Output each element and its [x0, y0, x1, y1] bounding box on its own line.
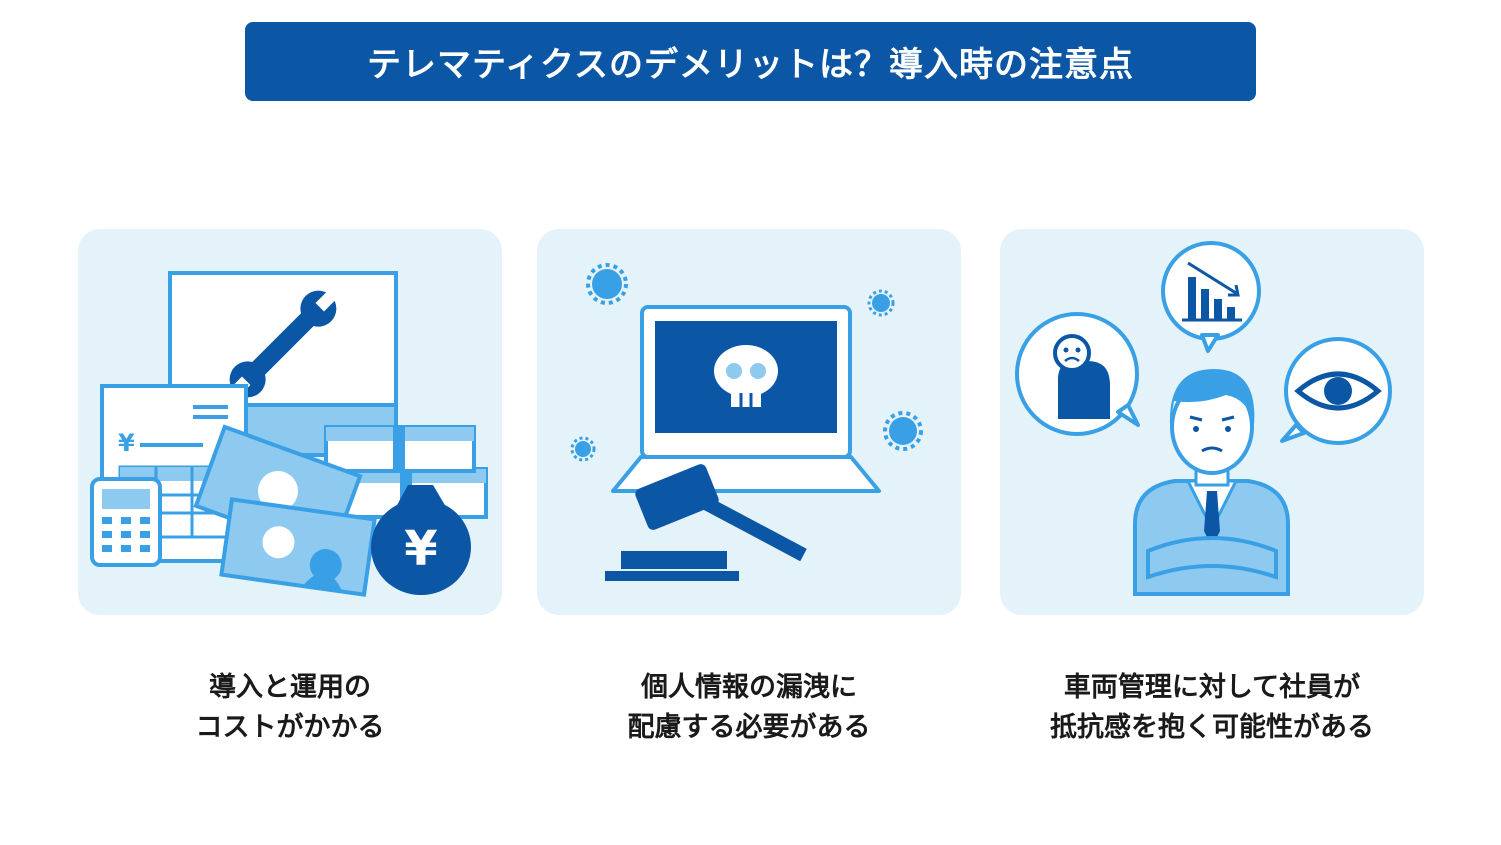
businessman-icon — [1133, 369, 1290, 596]
skull-icon — [714, 345, 778, 407]
banknote-icon — [193, 424, 377, 597]
caption-employee-resistance-line2: 抵抗感を抱く可能性がある — [1050, 712, 1374, 743]
employee-resistance-illustration — [1015, 241, 1392, 596]
data-leak-illustration — [570, 263, 923, 581]
card-employee-resistance — [1000, 229, 1424, 615]
card-cost: ¥ — [78, 229, 502, 615]
money-bag-icon: ¥ — [371, 485, 471, 595]
caption-cost-line2: コストがかかる — [195, 712, 385, 743]
virus-icon — [570, 263, 923, 462]
card-data-leak — [537, 229, 961, 615]
caption-data-leak-line1: 個人情報の漏洩に — [641, 672, 857, 703]
caption-employee-resistance: 車両管理に対して社員が 抵抗感を抱く可能性がある — [1000, 668, 1424, 748]
caption-cost: 導入と運用の コストがかかる — [78, 668, 502, 748]
declining-chart-bubble-icon — [1161, 241, 1261, 353]
gavel-icon — [605, 464, 807, 581]
worried-person-bubble-icon — [1015, 312, 1140, 436]
cost-illustration: ¥ — [90, 271, 488, 597]
caption-cost-line1: 導入と運用の — [209, 672, 371, 703]
caption-data-leak: 個人情報の漏洩に 配慮する必要がある — [537, 668, 961, 748]
page-title: テレマティクスのデメリットは？導入時の注意点 — [245, 22, 1256, 101]
caption-data-leak-line2: 配慮する必要がある — [627, 712, 871, 743]
eye-bubble-icon — [1280, 337, 1392, 445]
svg-text:¥: ¥ — [118, 429, 135, 457]
caption-employee-resistance-line1: 車両管理に対して社員が — [1063, 672, 1361, 703]
svg-text:¥: ¥ — [404, 521, 437, 577]
calculator-icon — [90, 477, 162, 567]
